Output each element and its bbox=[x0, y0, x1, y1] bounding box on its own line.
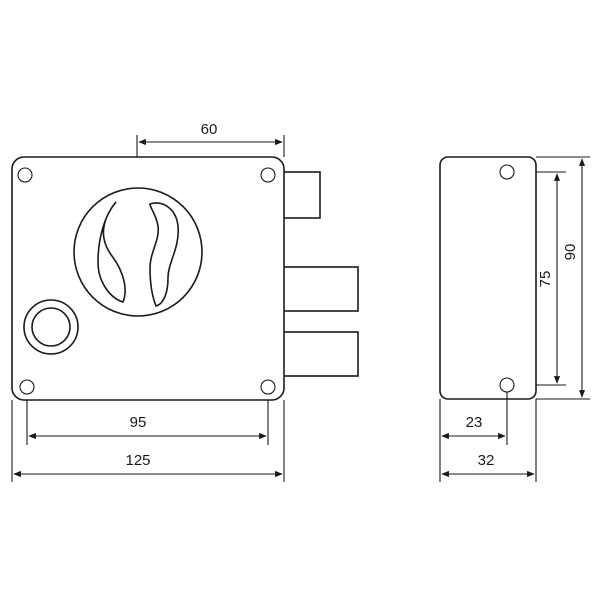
dimension-label-125: 125 bbox=[125, 452, 150, 469]
cylinder-inner-ring bbox=[31, 307, 71, 347]
front-view bbox=[11, 156, 359, 401]
dimension-label-75: 75 bbox=[537, 271, 554, 288]
knob-grip-right bbox=[149, 202, 179, 307]
screw-hole-bottom-left bbox=[19, 379, 35, 395]
knob-grip-left bbox=[97, 201, 126, 303]
screw-hole-bottom-right bbox=[260, 379, 276, 395]
cylinder-outer-ring bbox=[23, 299, 79, 355]
dimensions: 60 95 125 75 90 23 32 bbox=[11, 121, 590, 482]
dimension-label-32: 32 bbox=[478, 452, 495, 469]
screw-hole-top-right bbox=[260, 167, 276, 183]
dimension-label-60: 60 bbox=[201, 121, 218, 138]
key-cylinder bbox=[23, 299, 79, 355]
dimension-label-90: 90 bbox=[562, 244, 579, 261]
side-screw-hole-top bbox=[499, 164, 515, 180]
top-latch-bolt bbox=[281, 171, 321, 219]
middle-deadbolt bbox=[281, 266, 359, 312]
lock-body-plate bbox=[11, 156, 285, 401]
screw-hole-top-left bbox=[17, 167, 33, 183]
lock-side-body bbox=[439, 156, 537, 400]
dimension-label-95: 95 bbox=[130, 414, 147, 431]
turn-knob bbox=[73, 187, 203, 317]
knob-outline bbox=[73, 187, 203, 317]
dimension-label-23: 23 bbox=[466, 414, 483, 431]
lower-deadbolt bbox=[281, 331, 359, 377]
side-view bbox=[439, 156, 537, 400]
